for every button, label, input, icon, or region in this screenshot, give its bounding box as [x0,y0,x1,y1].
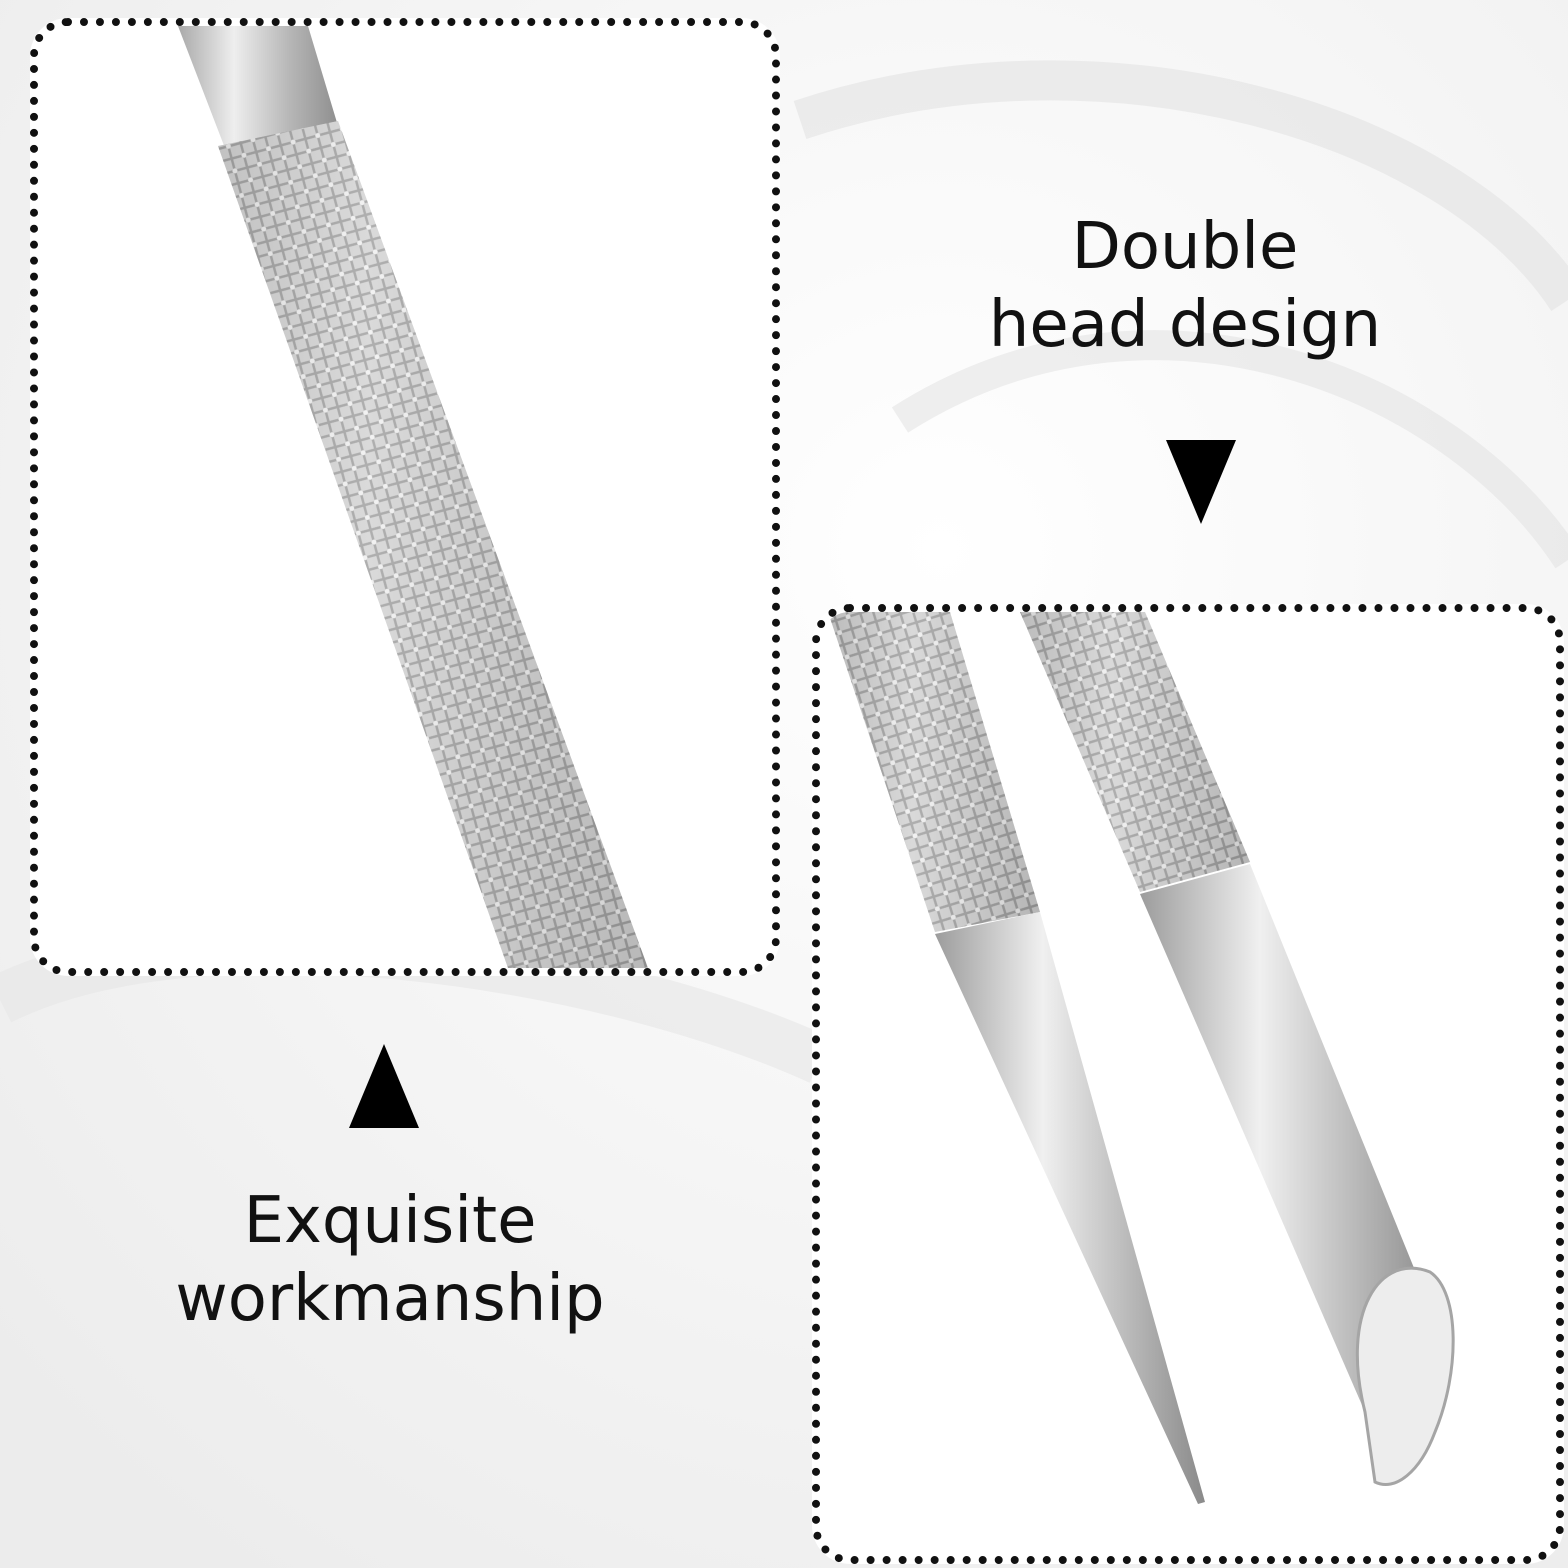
pointed-tip [935,912,1205,1504]
detail-panel-tips [812,604,1564,1564]
knurled-handle-image [178,26,648,968]
caption-line-1: Double [1071,210,1299,284]
spatula-tip [1355,1266,1455,1486]
smooth-shaft [178,26,338,156]
caption-workmanship: Exquisite workmanship [160,1182,620,1338]
down-triangle-icon [1166,440,1236,524]
caption-double-head: Double head design [980,208,1390,364]
up-triangle-icon [349,1044,419,1128]
smooth-shaft-right [1140,864,1440,1412]
caption-line-2: head design [988,288,1382,362]
detail-panel-handle [30,18,780,976]
double-head-tips-image [828,612,1455,1504]
caption-line-1: Exquisite [243,1184,537,1258]
caption-line-2: workmanship [175,1262,605,1336]
